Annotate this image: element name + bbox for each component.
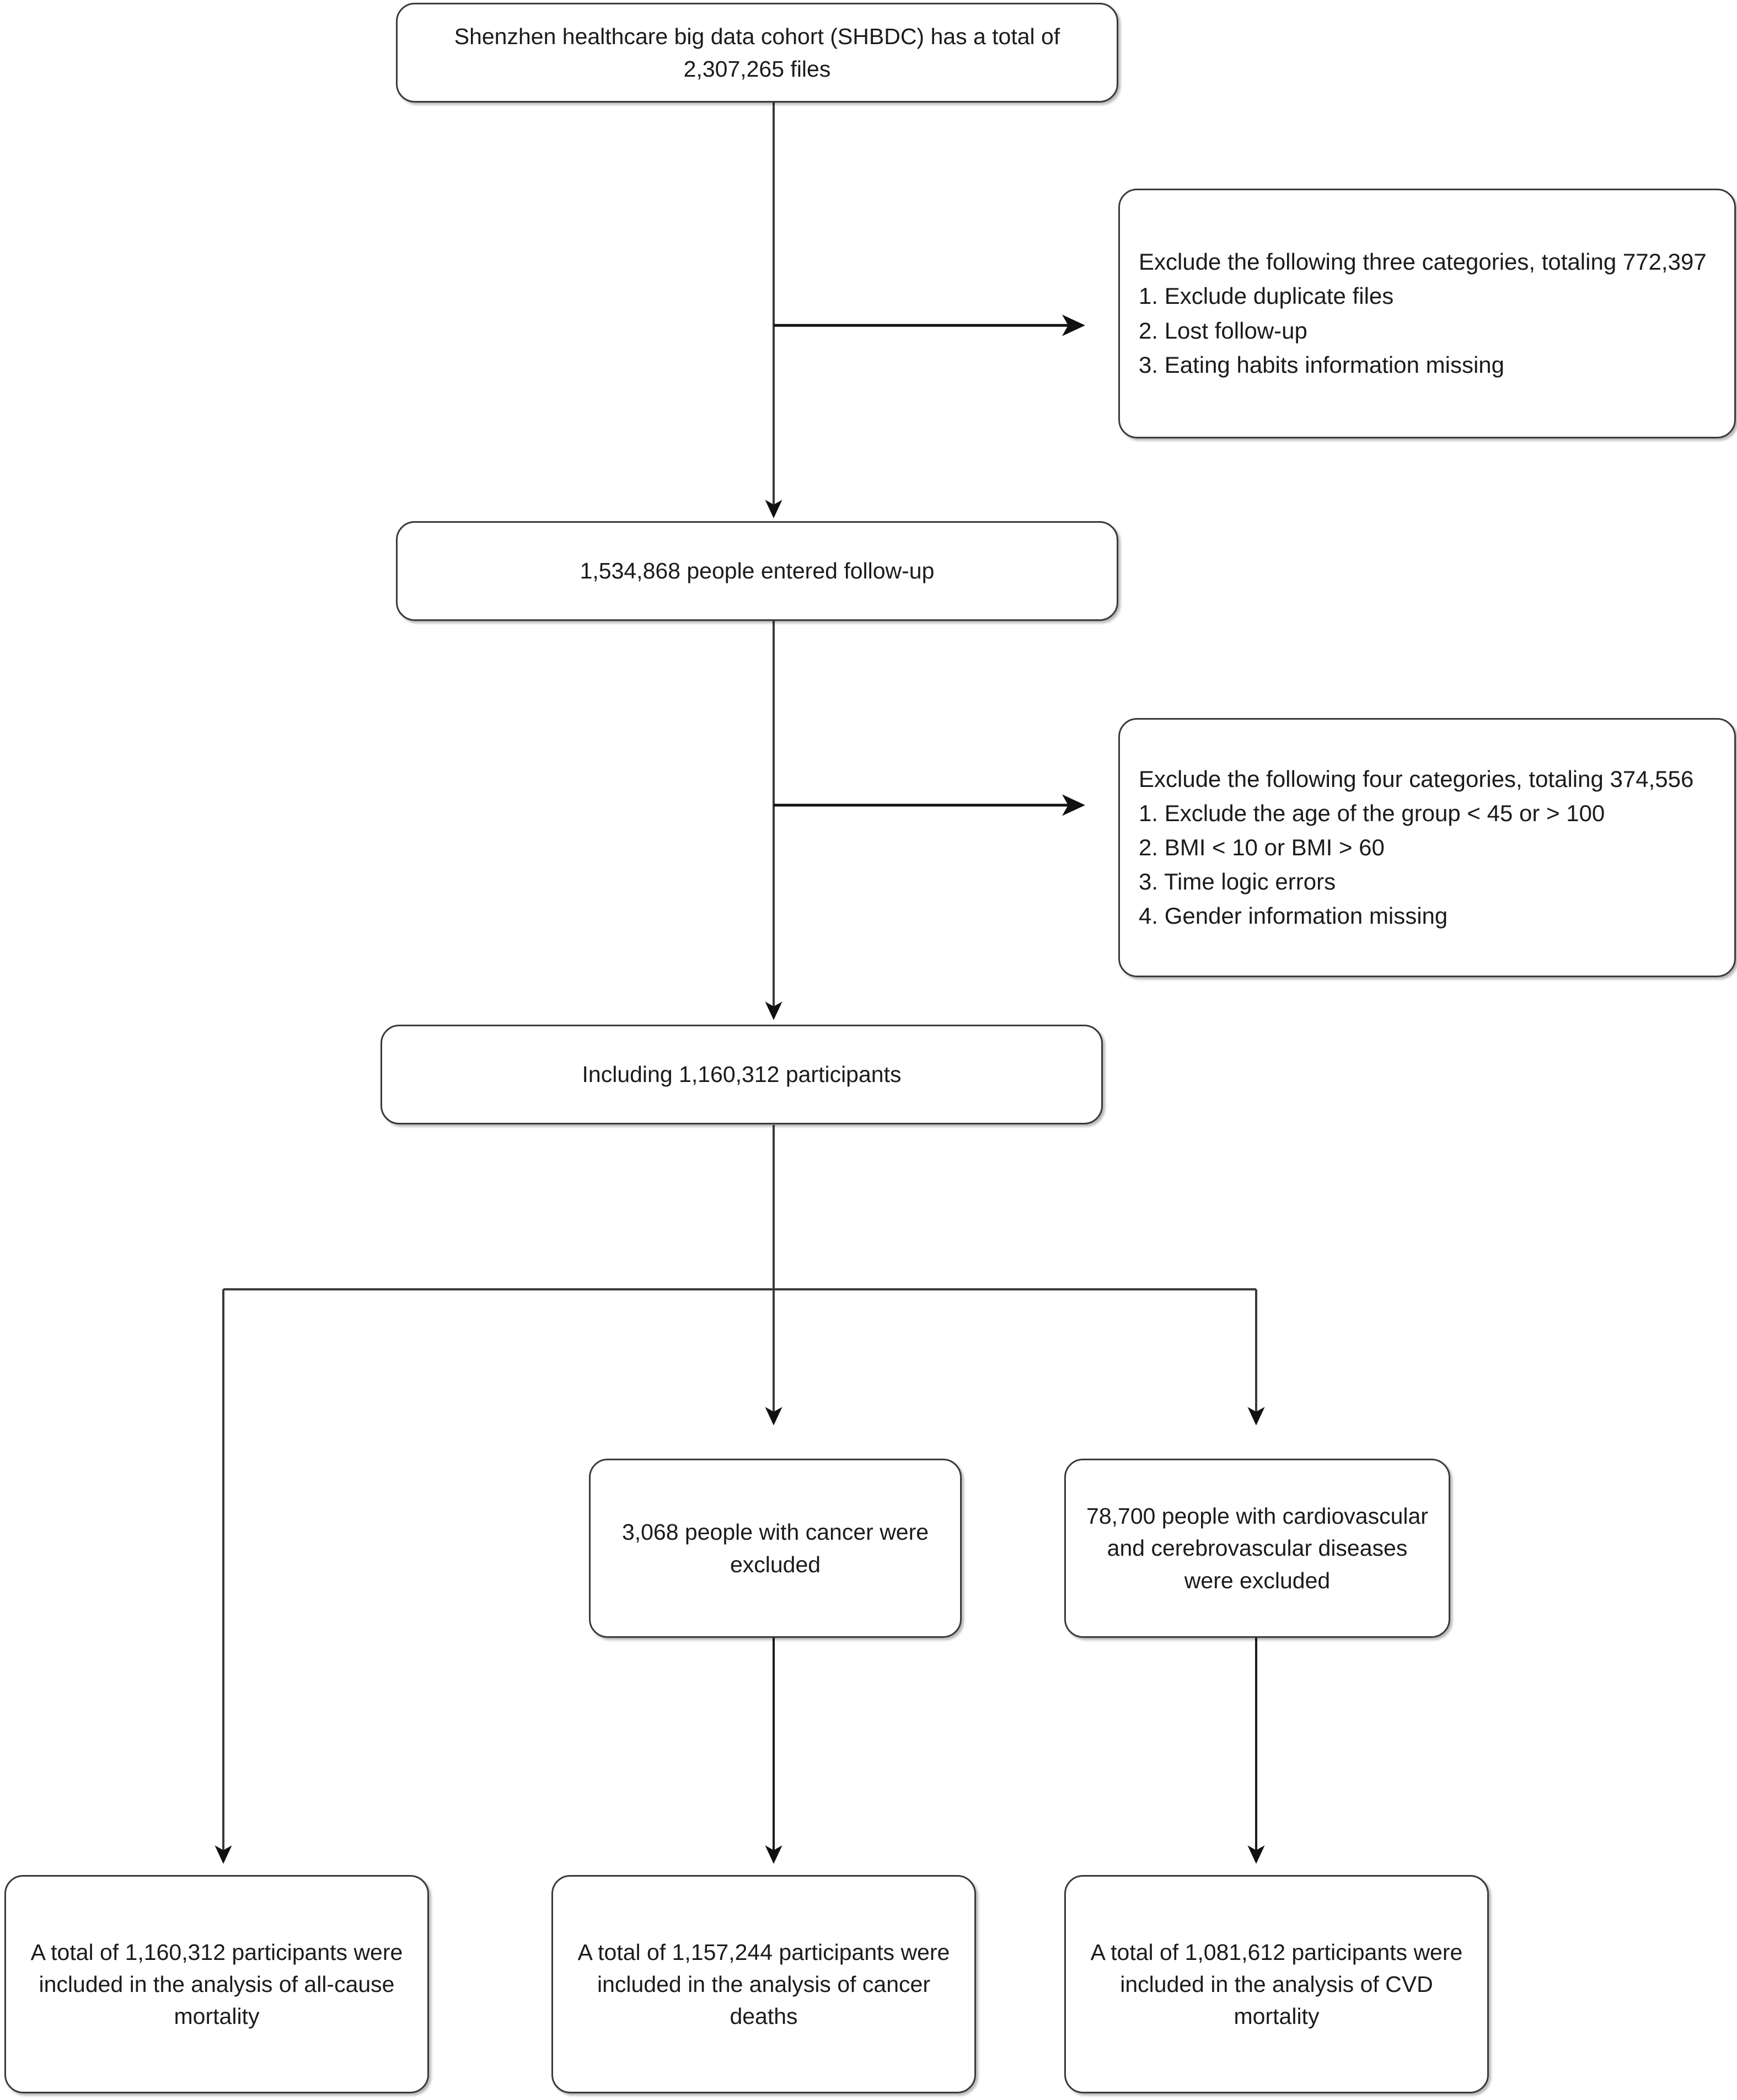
node-cvd-excluded[interactable]: 78,700 people with cardiovascular and ce… <box>1064 1459 1450 1638</box>
node-result-cvd[interactable]: A total of 1,081,612 participants were i… <box>1064 1875 1489 2093</box>
node-included-participants[interactable]: Including 1,160,312 participants <box>380 1025 1103 1124</box>
node-source-cohort[interactable]: Shenzhen healthcare big data cohort (SHB… <box>396 3 1118 103</box>
node-exclusion-2-label: Exclude the following four categories, t… <box>1139 765 1694 929</box>
node-exclusion-1[interactable]: Exclude the following three categories, … <box>1118 189 1736 438</box>
node-included-participants-label: Including 1,160,312 participants <box>582 1062 902 1088</box>
node-cvd-excluded-label: 78,700 people with cardiovascular and ce… <box>1086 1503 1428 1593</box>
node-cancer-excluded-label: 3,068 people with cancer were excluded <box>621 1519 929 1577</box>
node-result-cancer[interactable]: A total of 1,157,244 participants were i… <box>551 1875 976 2093</box>
node-entered-followup-label: 1,534,868 people entered follow-up <box>580 558 935 584</box>
node-entered-followup[interactable]: 1,534,868 people entered follow-up <box>396 521 1118 621</box>
node-result-all-cause-label: A total of 1,160,312 participants were i… <box>30 1939 403 2029</box>
node-exclusion-2[interactable]: Exclude the following four categories, t… <box>1118 718 1736 977</box>
node-result-cancer-label: A total of 1,157,244 participants were i… <box>577 1939 950 2029</box>
node-result-cvd-label: A total of 1,081,612 participants were i… <box>1090 1939 1463 2029</box>
node-result-all-cause[interactable]: A total of 1,160,312 participants were i… <box>4 1875 429 2093</box>
node-source-cohort-label: Shenzhen healthcare big data cohort (SHB… <box>454 24 1060 82</box>
node-cancer-excluded[interactable]: 3,068 people with cancer were excluded <box>589 1459 962 1638</box>
node-exclusion-1-label: Exclude the following three categories, … <box>1139 249 1707 378</box>
